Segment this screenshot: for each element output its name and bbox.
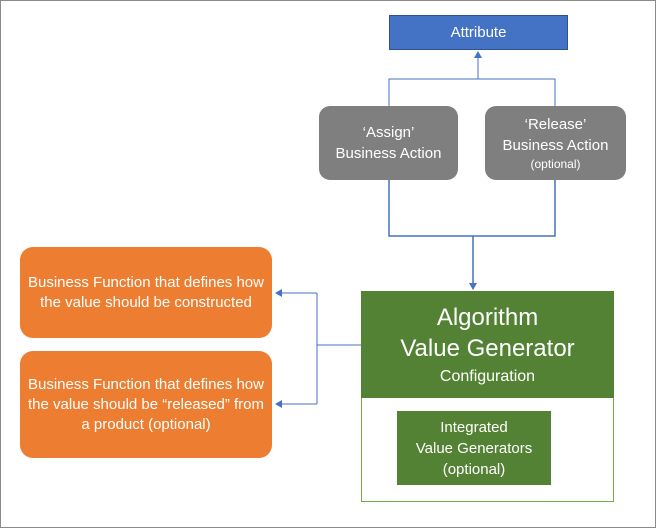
attribute-label: Attribute (450, 24, 507, 41)
function-construct-text: Business Function that defines how the v… (28, 273, 264, 311)
integrated-value-generators-box: Integrated Value Generators (optional) (397, 411, 551, 485)
business-function-construct-box: Business Function that defines how the v… (20, 247, 272, 338)
integrated-line1: Integrated (440, 418, 508, 436)
assign-action-line2: Business Action (335, 145, 442, 162)
release-action-note: (optional) (530, 157, 581, 171)
connector-actions-to-algorithm (388, 180, 556, 289)
assign-business-action-box: ‘Assign’ Business Action (319, 106, 458, 180)
attribute-box: Attribute (389, 15, 568, 50)
algorithm-title-line1: Algorithm (436, 303, 539, 331)
connector-algorithm-to-functions (316, 293, 361, 404)
connector-actions-to-attribute (388, 52, 556, 106)
business-function-release-box: Business Function that defines how the v… (20, 351, 272, 458)
integrated-line3: (optional) (442, 460, 506, 478)
release-action-line2: Business Action (502, 137, 609, 154)
algorithm-subtitle: Configuration (439, 367, 536, 385)
release-business-action-box: ‘Release’ Business Action (optional) (485, 106, 626, 180)
algorithm-value-generator-header: Algorithm Value Generator Configuration (361, 291, 614, 398)
assign-action-line1: ‘Assign’ (362, 124, 415, 141)
release-action-line1: ‘Release’ (524, 116, 587, 133)
algorithm-title-line2: Value Generator (400, 334, 575, 362)
integrated-line2: Value Generators (415, 439, 533, 457)
function-release-text: Business Function that defines how the v… (28, 375, 264, 433)
